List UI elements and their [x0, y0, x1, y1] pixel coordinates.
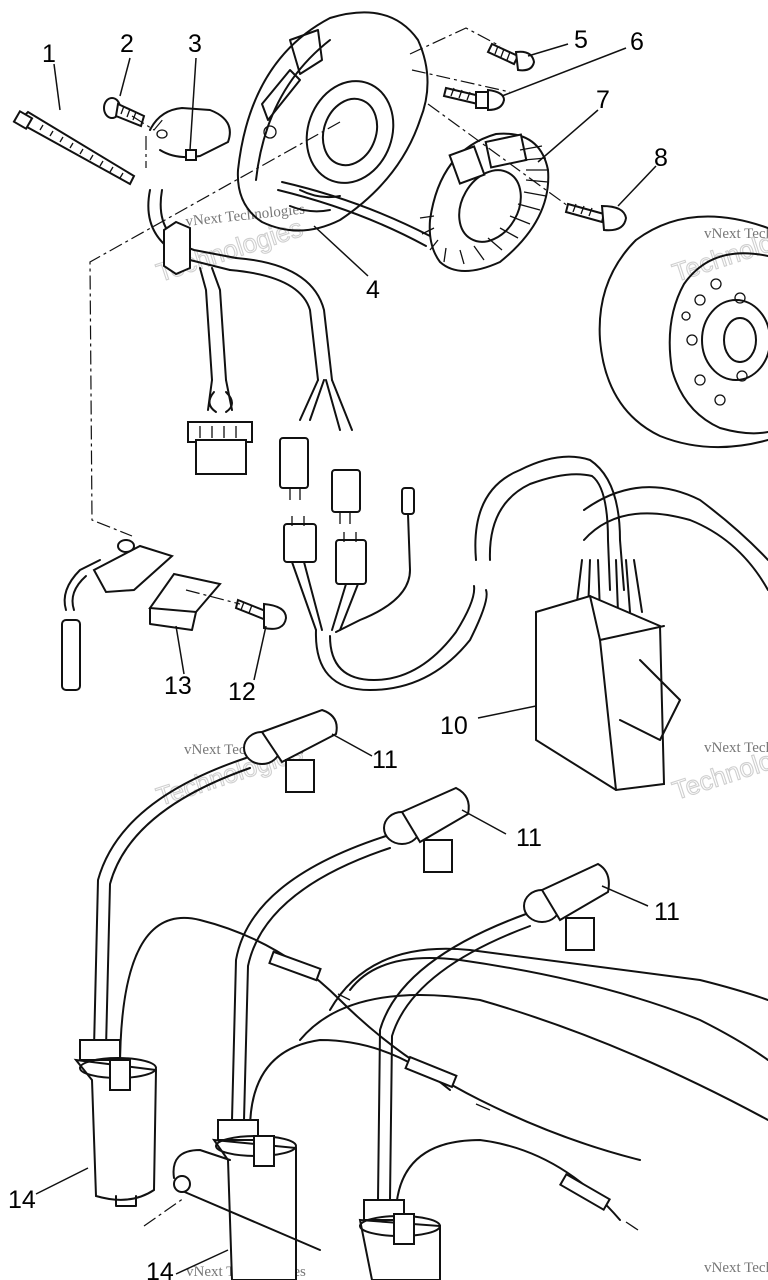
screw-12 — [234, 598, 288, 630]
callout-12: 12 — [228, 678, 256, 706]
spark-plug-cap — [243, 708, 338, 793]
screw-2 — [103, 97, 146, 128]
stator-connector — [187, 379, 253, 475]
screw-5 — [486, 42, 536, 72]
callout-11: 11 — [516, 824, 542, 852]
callout-14: 14 — [8, 1186, 36, 1214]
ignition-coil — [358, 1199, 441, 1280]
regulator-harness — [314, 455, 768, 691]
callout-1: 1 — [42, 40, 56, 68]
callout-6: 6 — [630, 28, 644, 56]
callout-4: 4 — [366, 276, 380, 304]
callout-5: 5 — [574, 26, 588, 54]
screw-6 — [442, 86, 506, 112]
callout-14: 14 — [146, 1258, 174, 1280]
stator-coil — [419, 132, 550, 272]
callout-3: 3 — [188, 30, 202, 58]
callout-11: 11 — [372, 746, 398, 774]
callout-8: 8 — [654, 144, 668, 172]
cable-tie — [12, 109, 136, 186]
assembly-lines — [89, 27, 569, 1227]
watermark-text: vNext Technologies — [704, 740, 768, 756]
coil-bracket — [61, 539, 222, 691]
callout-7: 7 — [596, 86, 610, 114]
ignition-coil — [172, 1119, 321, 1280]
callout-10: 10 — [440, 712, 468, 740]
callout-13: 13 — [164, 672, 192, 700]
stator-harness — [147, 189, 333, 381]
leader-lines — [35, 43, 657, 1275]
ignition-leads — [93, 757, 768, 1231]
screw-8 — [564, 202, 628, 232]
flywheel — [598, 215, 768, 449]
callout-11: 11 — [654, 898, 680, 926]
stator-plate — [236, 11, 431, 247]
callout-2: 2 — [120, 30, 134, 58]
voltage-regulator — [535, 594, 681, 792]
watermark-text: vNext Technologies — [704, 1260, 768, 1276]
callout-labels: 1 2 3 4 5 6 7 8 10 11 11 11 12 13 14 14 — [8, 26, 680, 1280]
bullet-connectors — [279, 379, 415, 633]
ignition-coil — [73, 1039, 158, 1207]
wire-clamp — [149, 107, 231, 161]
watermark-text: vNext Technologies — [704, 226, 768, 242]
spark-plug-cap — [383, 786, 470, 873]
spark-plug-cap — [523, 862, 610, 951]
